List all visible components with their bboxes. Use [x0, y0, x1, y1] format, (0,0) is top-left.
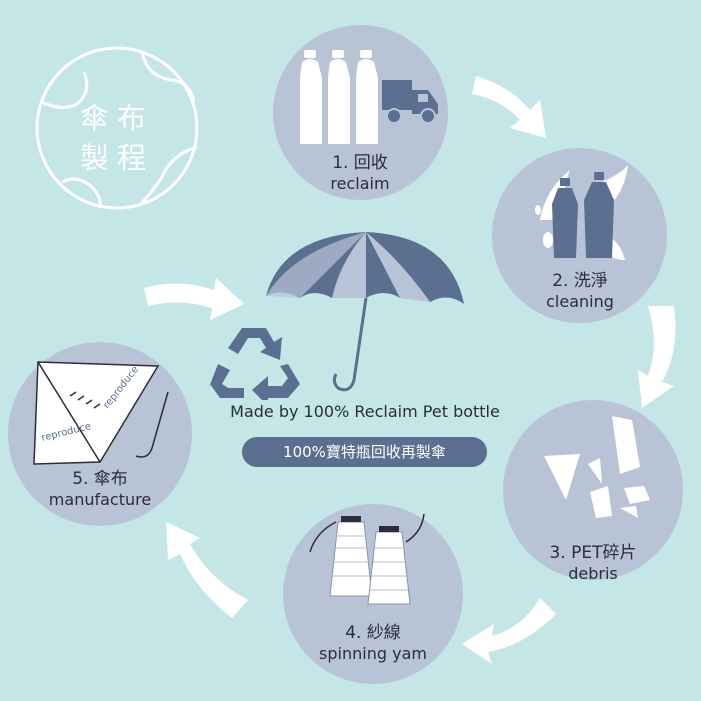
- step-3-english: debris: [568, 564, 618, 583]
- step-2-label: 2. 洗淨 cleaning: [495, 270, 665, 312]
- step-1-english: reclaim: [330, 174, 390, 193]
- bottles-icon: [552, 172, 614, 258]
- step-4-english: spinning yam: [319, 644, 427, 663]
- bottles-icon: [300, 50, 378, 144]
- step-2-title: 2. 洗淨: [552, 271, 608, 291]
- step-1-title: 1. 回收: [332, 153, 388, 173]
- fabric-icon: [33, 361, 169, 465]
- logo-title-line1: 傘布: [80, 101, 155, 135]
- center-badge: 100%寶特瓶回收再製傘: [242, 437, 487, 467]
- step-3-label: 3. PET碎片 debris: [508, 542, 678, 584]
- made-by-text: Made by 100% Reclaim Pet bottle: [230, 402, 500, 421]
- truck-icon: [382, 80, 438, 124]
- debris-icon: [544, 416, 650, 518]
- spools-icon: [309, 513, 425, 605]
- step-2-circle: [492, 148, 667, 323]
- step-4-title: 4. 紗線: [345, 623, 401, 643]
- step-5-english: manufacture: [48, 490, 152, 509]
- logo-title-line2: 製程: [80, 141, 155, 175]
- step-5-title: 5. 傘布: [72, 469, 128, 489]
- step-3-title: 3. PET碎片: [549, 543, 637, 563]
- globe-icon: [35, 46, 199, 210]
- step-1-label: 1. 回收 reclaim: [275, 152, 445, 194]
- umbrella-icon: [266, 232, 464, 392]
- step-5-label: 5. 傘布 manufacture: [15, 468, 185, 510]
- step-2-english: cleaning: [546, 292, 614, 311]
- step-3-circle: [503, 400, 683, 580]
- step-4-label: 4. 紗線 spinning yam: [288, 622, 458, 664]
- recycle-icon: [208, 328, 300, 400]
